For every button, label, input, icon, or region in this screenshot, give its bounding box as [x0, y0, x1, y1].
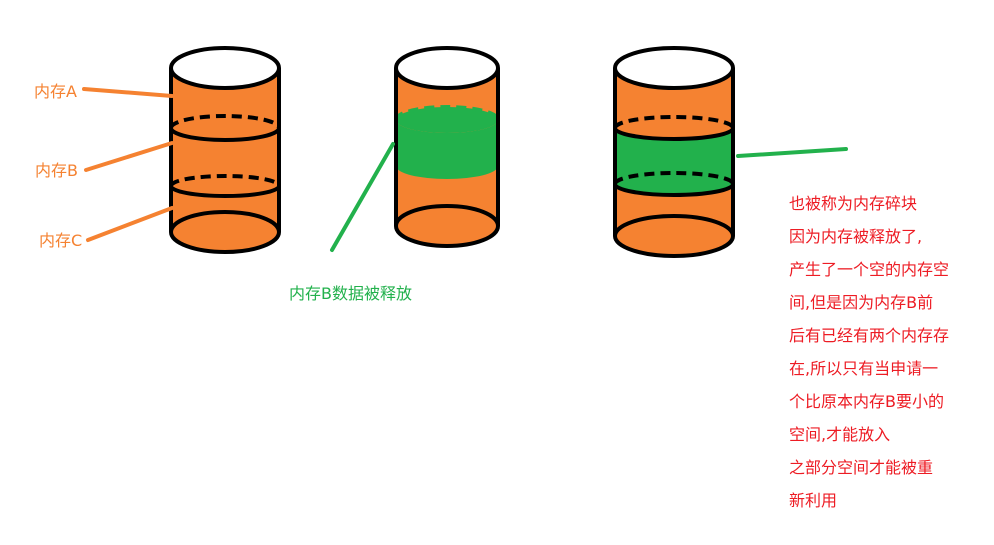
released-band — [396, 120, 498, 179]
leader-line-c — [86, 206, 174, 242]
fragmentation-explanation-note: 也被称为内存碎块 因为内存被释放了, 产生了一个空的内存空 间,但是因为内存B前… — [789, 193, 949, 523]
leader-line-b — [84, 141, 174, 172]
divider-bc-back — [169, 174, 281, 187]
cylinder-1-bottom — [169, 210, 281, 254]
note-line: 个比原本内存B要小的 — [789, 392, 944, 411]
cylinder-1-top — [169, 46, 281, 90]
fragment-band — [615, 128, 733, 195]
cylinder-memory-b-released — [394, 46, 500, 248]
released-band-top-back — [394, 105, 500, 121]
cylinder-3-top — [613, 46, 735, 90]
note-line: 新利用 — [789, 491, 838, 510]
note-line: 空间,才能放入 — [789, 425, 891, 444]
note-line: 产生了一个空的内存空 — [789, 260, 950, 279]
released-band-top — [396, 107, 498, 133]
fragment-top-front — [613, 127, 735, 141]
cylinder-memory-abc — [169, 46, 281, 254]
fragment-bottom-front — [613, 183, 735, 197]
cylinder-memory-fragment — [613, 46, 735, 258]
cylinder-2-bottom — [394, 204, 500, 248]
note-line: 因为内存被释放了, — [789, 227, 923, 246]
cylinder-2-top — [394, 46, 500, 90]
note-line: 间,但是因为内存B前 — [789, 293, 934, 312]
fragment-pointer-line — [736, 147, 848, 158]
note-line: 之部分空间才能被重 — [789, 458, 934, 477]
divider-ab-front — [169, 127, 281, 142]
divider-ab-back — [169, 114, 281, 129]
label-memory-a: 内存A — [34, 82, 77, 101]
label-memory-b: 内存B — [35, 161, 78, 180]
released-pointer-line — [330, 142, 395, 252]
label-memory-c: 内存C — [39, 231, 83, 250]
cylinder-3-bottom — [613, 214, 735, 258]
fragment-bottom-back — [613, 171, 735, 185]
note-line: 在,所以只有当申请一 — [789, 359, 939, 378]
cylinder-1-body — [171, 68, 279, 252]
label-memory-b-released: 内存B数据被释放 — [289, 284, 412, 303]
note-line: 也被称为内存碎块 — [789, 194, 918, 213]
leader-line-a — [82, 87, 174, 98]
divider-bc-front — [169, 185, 281, 198]
fragment-top-back — [613, 115, 735, 129]
note-line: 后有已经有两个内存存 — [789, 326, 950, 345]
